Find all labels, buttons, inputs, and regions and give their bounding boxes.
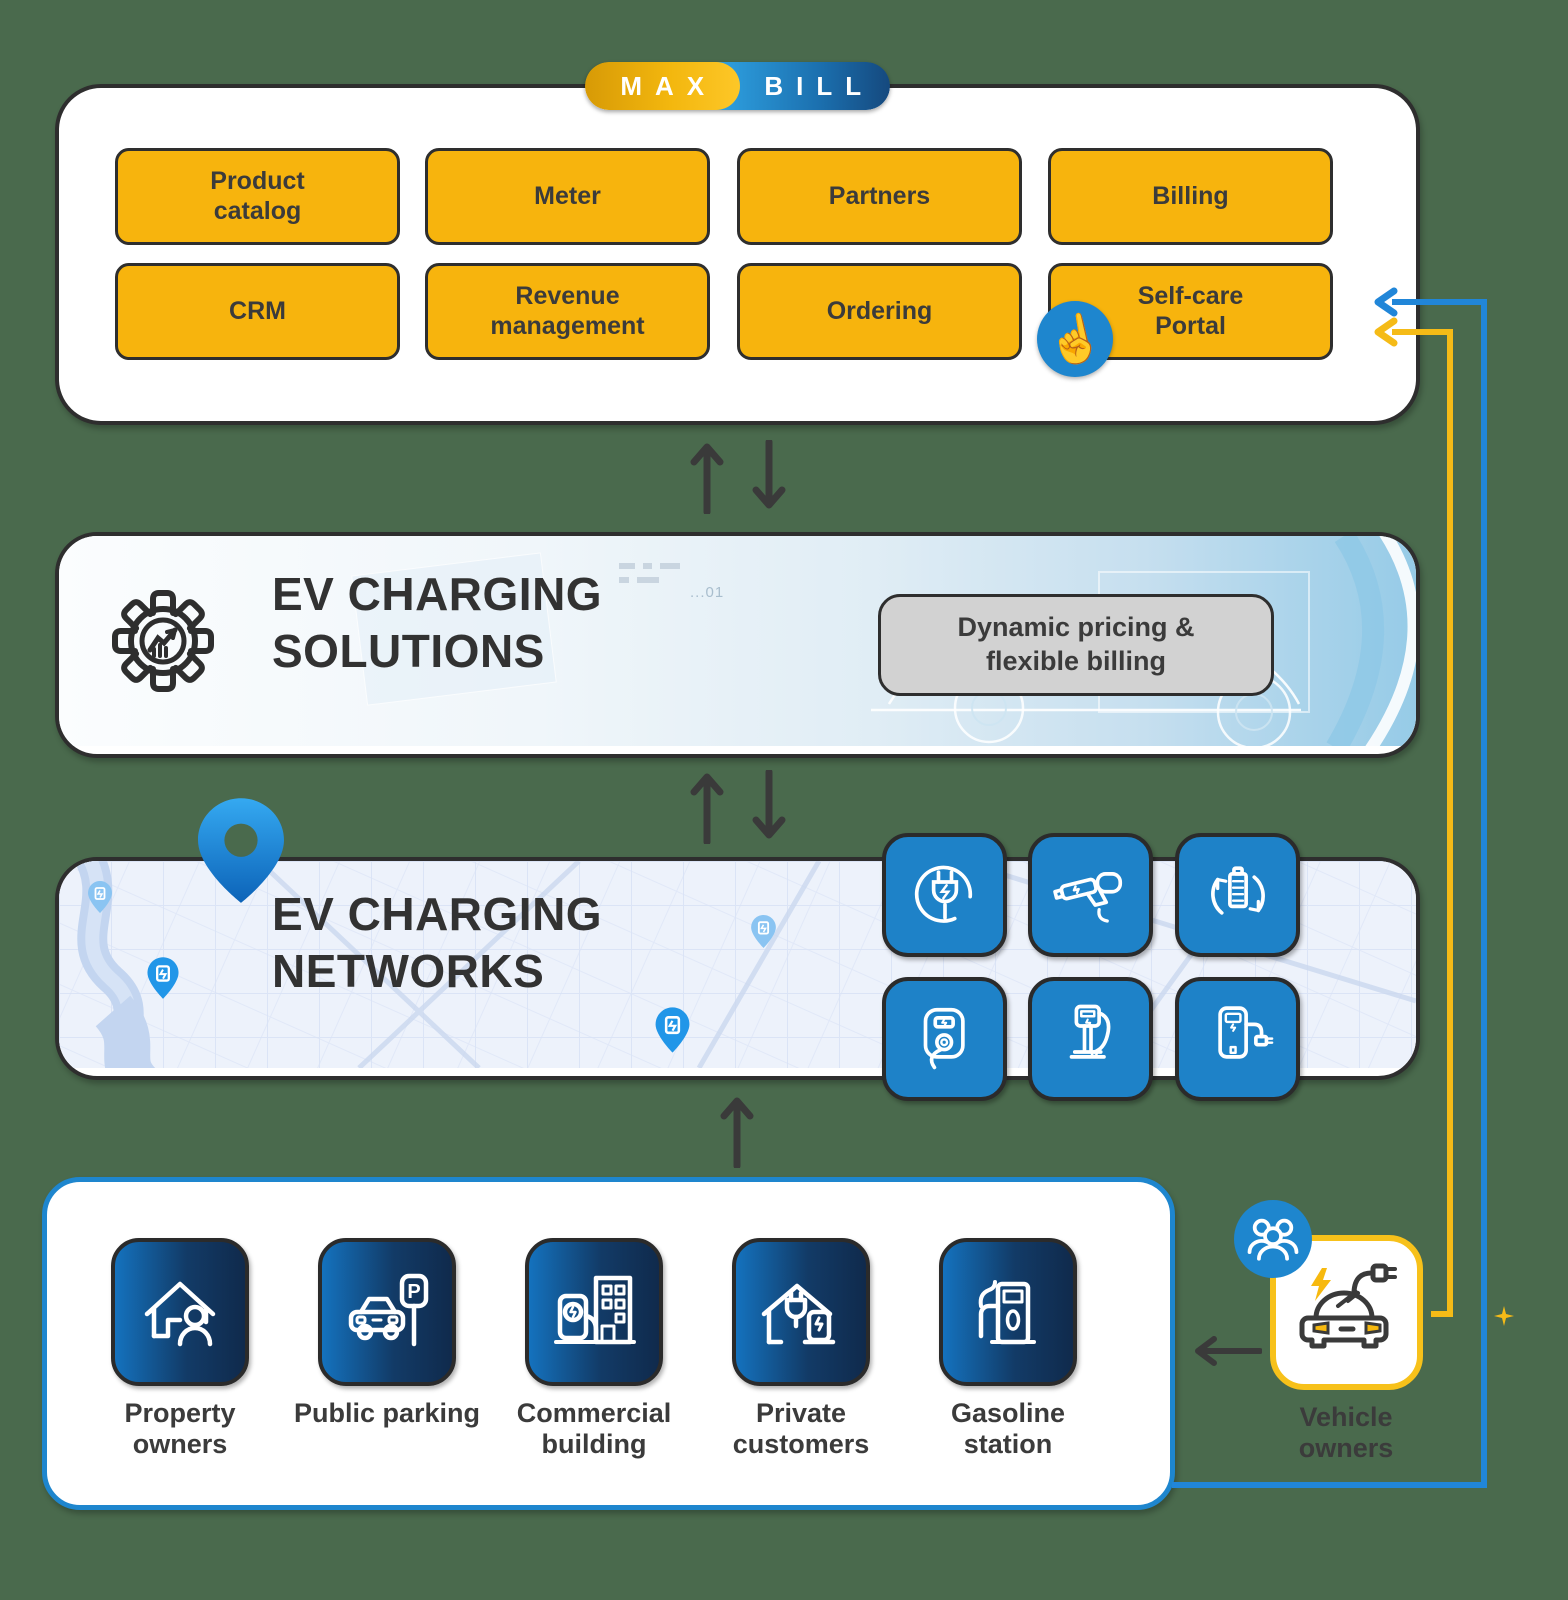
map-pin-charger-icon <box>88 881 112 913</box>
tile-battery-cycle <box>1175 833 1300 957</box>
car-with-parking-sign-icon: P <box>348 1273 429 1347</box>
tile-property-owners <box>111 1238 249 1386</box>
customer-label: Public parking <box>293 1398 481 1428</box>
map-pin-charger-icon <box>655 1007 690 1053</box>
tile-power-plug <box>882 833 1007 957</box>
floor-standing-charger-icon <box>1217 1006 1273 1059</box>
left-arrow-icon <box>1195 1336 1262 1366</box>
logo-bill-segment: BILL <box>715 62 890 110</box>
map-pin-charger-icon <box>751 915 776 948</box>
logo-max-text: MAX <box>620 70 718 101</box>
vehicle-owners-label: Vehicle owners <box>1298 1402 1394 1463</box>
up-arrow-icon <box>690 773 724 844</box>
fuel-pump-icon <box>978 1280 1036 1345</box>
map-pin-charger-icon <box>147 957 179 999</box>
charger-with-building-icon <box>554 1275 636 1345</box>
electric-car-with-plug-icon <box>1299 1263 1397 1348</box>
module-meter: Meter <box>425 148 710 245</box>
tile-gasoline-station <box>939 1238 1077 1386</box>
solutions-decor-code: ...01 <box>690 584 725 601</box>
yellow-arrowhead-icon <box>1374 317 1398 347</box>
blue-feedback-line-bottom <box>1172 1482 1487 1488</box>
parking-sign-letter: P <box>407 1281 420 1303</box>
customer-label: Private customers <box>732 1398 870 1459</box>
pedestal-charging-station-icon <box>1069 1004 1110 1059</box>
up-arrow-icon <box>690 443 724 514</box>
tile-wallbox-charger <box>882 977 1007 1101</box>
solutions-title: EV CHARGING SOLUTIONS <box>272 568 603 677</box>
tile-private-customers <box>732 1238 870 1386</box>
module-revenue-management: Revenue management <box>425 263 710 360</box>
blue-feedback-line-vertical <box>1481 299 1487 1488</box>
module-partners: Partners <box>737 148 1022 245</box>
yellow-feedback-line-top <box>1392 329 1450 335</box>
power-plug-icon <box>914 865 972 923</box>
tile-pedestal-charger <box>1028 977 1153 1101</box>
module-crm: CRM <box>115 263 400 360</box>
blue-arrowhead-icon <box>1374 287 1398 317</box>
module-billing: Billing <box>1048 148 1333 245</box>
customer-label: Commercial building <box>516 1398 672 1459</box>
down-arrow-icon <box>752 770 786 839</box>
sparkle-icon <box>1494 1306 1514 1326</box>
down-arrow-icon <box>752 440 786 509</box>
wallbox-charger-icon <box>923 1007 965 1070</box>
battery-recharge-cycle-icon <box>1210 866 1265 915</box>
tile-commercial-building <box>525 1238 663 1386</box>
people-group-icon <box>1234 1200 1312 1278</box>
module-product-catalog: Product catalog <box>115 148 400 245</box>
maxbill-modules-panel <box>55 84 1420 425</box>
up-arrow-icon <box>720 1097 754 1168</box>
tile-charging-gun <box>1028 833 1153 957</box>
blue-feedback-line-top <box>1392 299 1484 305</box>
networks-title: EV CHARGING NETWORKS <box>272 888 603 997</box>
gear-analytics-icon <box>112 590 214 692</box>
logo-bill-text: BILL <box>764 70 875 101</box>
tile-public-parking: P <box>318 1238 456 1386</box>
customer-label: Gasoline station <box>950 1398 1066 1459</box>
tile-floor-charger <box>1175 977 1300 1101</box>
yellow-feedback-line-stub <box>1431 1311 1447 1317</box>
house-with-plug-and-charger-icon <box>761 1283 836 1345</box>
house-with-person-icon <box>144 1281 216 1347</box>
yellow-feedback-line-vertical <box>1447 329 1453 1317</box>
location-pin-icon <box>198 798 284 903</box>
logo-max-segment: MAX <box>585 62 740 110</box>
dynamic-pricing-badge: Dynamic pricing & flexible billing <box>878 594 1274 696</box>
touch-pointer-icon: ☝ <box>1037 301 1113 377</box>
solutions-tech-background <box>59 536 1416 746</box>
customer-label: Property owners <box>124 1398 236 1459</box>
module-ordering: Ordering <box>737 263 1022 360</box>
maxbill-logo: MAX BILL <box>585 62 890 110</box>
charging-gun-in-hand-icon <box>1052 872 1122 923</box>
